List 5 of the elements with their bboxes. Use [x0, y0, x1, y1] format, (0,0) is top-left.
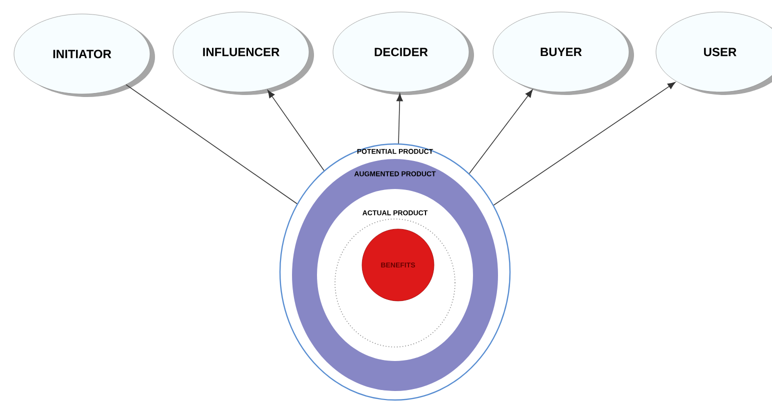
- connector-line: [468, 90, 533, 174]
- connector-line: [268, 90, 324, 171]
- connector-line: [126, 84, 298, 204]
- connector-line: [493, 82, 676, 206]
- connector-line: [396, 93, 403, 144]
